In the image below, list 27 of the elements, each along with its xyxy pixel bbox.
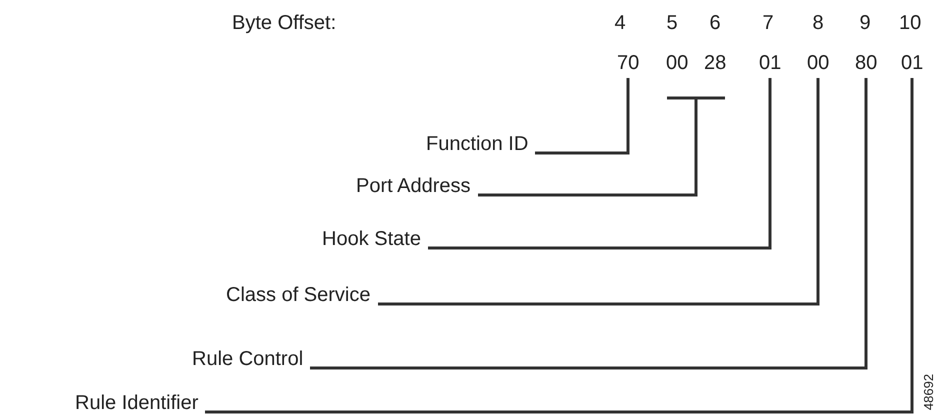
field-label: Rule Identifier (75, 392, 198, 414)
byte-offset-number: 4 (614, 12, 626, 34)
byte-value: 01 (759, 52, 782, 74)
field-label: Function ID (426, 133, 528, 155)
row-heading: Byte Offset: (232, 12, 336, 34)
figure-number: 48692 (922, 374, 936, 410)
leader-line (378, 78, 820, 306)
byte-value: 00 (666, 52, 688, 74)
byte-value: 01 (901, 52, 924, 74)
byte-value: 80 (855, 52, 878, 74)
field-label: Port Address (356, 175, 471, 197)
byte-value: 00 (807, 52, 830, 74)
field-label: Class of Service (226, 284, 370, 306)
byte-offset-number: 6 (710, 12, 721, 34)
leader-line (428, 78, 772, 250)
leader-line (535, 78, 630, 154)
byte-offset-number: 5 (666, 12, 678, 34)
byte-value: 28 (704, 52, 726, 74)
field-label: Rule Control (192, 348, 304, 370)
byte-offset-number: 7 (762, 12, 774, 34)
byte-offset-number: 8 (812, 12, 824, 34)
byte-offset-number: 9 (860, 12, 871, 34)
leader-line (205, 78, 914, 414)
field-label: Hook State (322, 228, 421, 250)
leader-line (310, 78, 868, 370)
byte-value: 70 (617, 52, 640, 74)
byte-offset-number: 10 (899, 12, 922, 34)
